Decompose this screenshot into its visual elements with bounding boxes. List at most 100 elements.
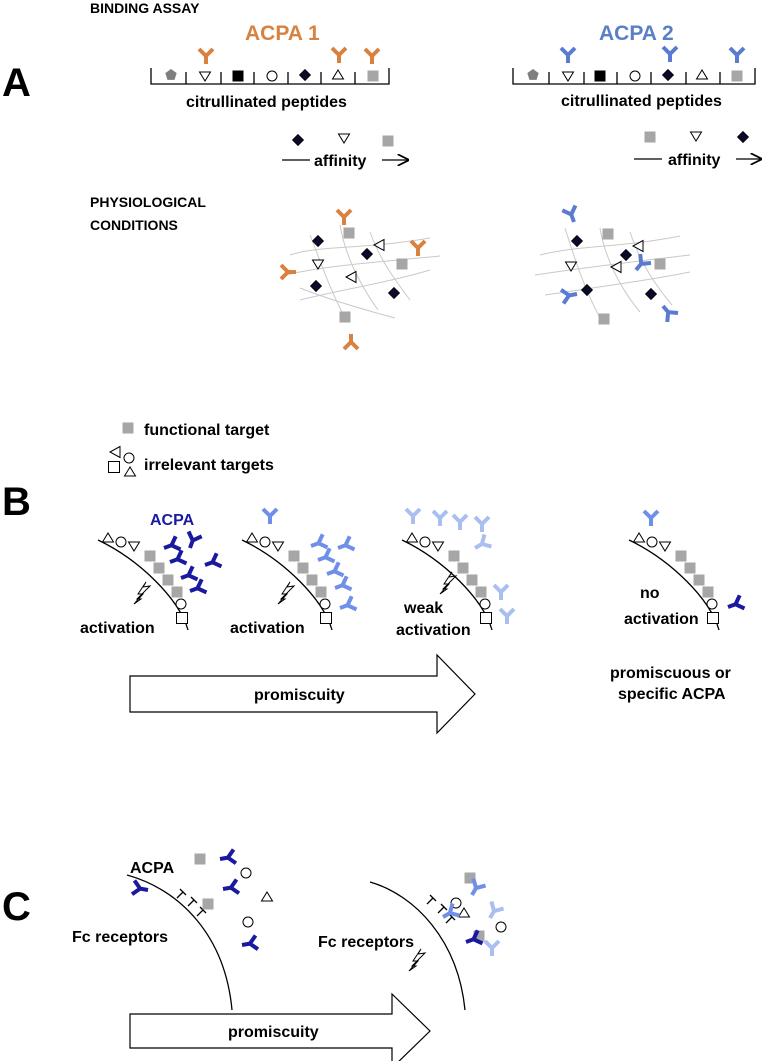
circle-target [115,536,127,548]
square-rank [644,131,656,143]
cell-1: activation [80,529,224,637]
functional-target [684,562,696,574]
triangle-peptide [199,71,211,82]
antibody [451,513,469,532]
diamond-target [310,280,322,292]
antibody [723,593,747,616]
antibody [642,509,660,528]
legend-square-icon [108,461,120,473]
triangle-peptide [562,71,574,82]
legend-irrelevant-label: irrelevant targets [144,457,274,474]
triangle-target [272,541,284,552]
legend-triangle-up-icon [124,466,136,477]
diamond-target [361,248,373,260]
circle-target [706,598,718,610]
square-target [343,227,355,239]
cell-membrane [369,881,466,1011]
triangle-up-peptide [332,69,344,80]
circle-target [419,536,431,548]
functional-target [153,562,165,574]
antibody [130,878,152,899]
triangle-target [373,239,385,251]
arrow-shape [129,653,476,735]
circle-target [319,598,331,610]
antibody [409,239,427,258]
cell2-label-line1: activation [230,620,305,637]
fiber [339,224,379,311]
cell-membrane [126,874,233,1011]
functional-target [315,586,327,598]
fiber [564,227,601,319]
acpa1-network [279,208,441,351]
antibody [655,299,681,324]
square-black-peptide [232,70,244,82]
diamond-rank [292,134,304,146]
acpa1-assay: ACPA 1 citrullinated peptides affinity [150,22,408,170]
cell-2: activation [230,507,359,637]
antibody [185,577,209,600]
lightning-icon [277,581,295,605]
legend: functional target irrelevant targets [108,422,274,477]
circle-target [646,536,658,548]
fc-receptor [196,906,207,917]
pentagon-peptide [527,69,539,80]
triangle-target [102,532,114,543]
triangle-target [610,261,622,273]
note-line2: specific ACPA [618,686,726,703]
fc-receptors [426,894,456,924]
triangle-target [246,532,258,543]
diamond-peptide [662,69,674,81]
functional-target [675,550,687,562]
antibody [330,574,354,597]
acpa1-title: ACPA 1 [245,22,320,45]
antibody [469,532,494,557]
triangle-target [633,532,645,543]
functional-target [457,562,469,574]
acpa2-affinity-label: affinity [668,152,721,169]
antibodies [159,529,224,600]
square-black-peptide [594,70,606,82]
circle-target [495,921,507,933]
fc-receptor [426,894,437,905]
acpa1-bound-antibodies [197,46,381,66]
physio-line1: PHYSIOLOGICAL [90,194,206,210]
diamond-rank [737,131,749,143]
promiscuity-arrow: promiscuity [129,992,431,1061]
antibody [261,507,279,526]
functional-target [162,574,174,586]
left-cell: Fc receptors [72,847,273,1011]
triangle-target [345,271,357,283]
functional-target [306,574,318,586]
functional-target [171,586,183,598]
square-target [176,612,188,624]
fiber [544,271,691,296]
functional-target-swatch [122,422,134,434]
antibody [200,551,224,574]
antibody [363,47,381,66]
diamond-target [388,287,400,299]
square-target [602,228,614,240]
square-target [194,853,206,865]
antibody [216,847,238,868]
diamond-target [620,249,632,261]
cell1-label-line1: activation [80,620,155,637]
acpa2-assay: ACPA 2 citrullinated peptides affinity [512,22,761,169]
fiber [599,227,641,313]
antibody [481,899,506,924]
acpa-label: ACPA [130,860,175,877]
antibody [306,532,330,555]
functional-target [475,586,487,598]
binding-assay-heading: BINDING ASSAY [90,0,200,16]
square-grey-peptide [367,70,379,82]
panel-c-letter: C [2,885,31,929]
diamond-target [571,235,583,247]
lightning-icon [133,581,151,605]
cell-membrane [241,539,333,631]
acpa-label: ACPA [150,512,195,529]
antibody [498,607,516,626]
legend-circle-icon [123,452,135,464]
circle-target [259,536,271,548]
panel-c: C ACPA Fc receptors [2,847,507,1061]
cell-4: no activation [624,509,747,631]
acpa2-network [534,203,691,325]
